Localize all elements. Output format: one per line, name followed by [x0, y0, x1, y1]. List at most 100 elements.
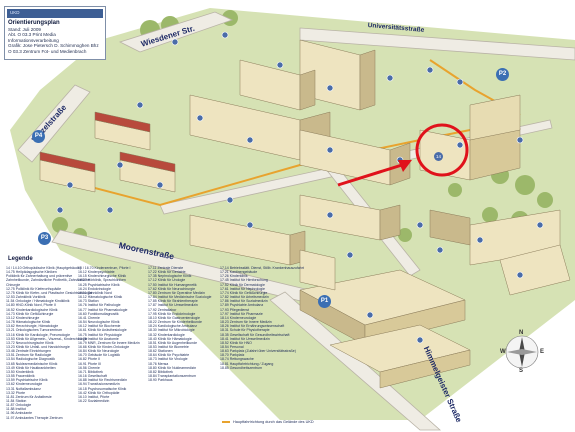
legend-entry: 13.16 Klinik für Kardiologie, Pneumologi…	[6, 332, 71, 337]
legend-entry: 17.52 Klinik für Dermatologie	[220, 282, 265, 287]
legend-title: Legende	[8, 256, 33, 262]
legend-entry: 16.10 Institut, Pforte	[78, 394, 110, 399]
legend-entry: 13.50 Kinderklinik	[6, 369, 34, 374]
legend-entry: 17.62 Klinik für Neurochirurgie	[148, 286, 196, 291]
legend-entry: 17.95 Klinik für Endokrinologie	[148, 311, 196, 316]
legend-entry: 16.84 Klinik für Neurologie	[78, 349, 120, 354]
legend-entry: 18.70 Parkplatz	[220, 353, 245, 358]
legend-entry: 13.62 Herzchirurgie, Hämatologie	[6, 324, 59, 329]
legend-entry: 16.82 Pforte II	[78, 357, 100, 362]
legend-entry: 18.53 Institut für Biometrie	[148, 344, 189, 349]
info-line-1: Abt. O 03.3 Print Media Informationsvera…	[8, 32, 59, 43]
legend-entry: 16.41 Chemie	[78, 315, 100, 320]
legend-entry: 17.11 Zentrale Dienste	[148, 266, 184, 270]
legend-entry: 18.73 Institut für Virologie	[148, 357, 188, 362]
legend-entry: 13.59 Psychiatrische Klinik	[6, 378, 48, 383]
legend-entry: 16.91 Pforte III	[78, 361, 101, 366]
legend-entry: 17.21 Kantinengebäude	[220, 270, 258, 275]
legend-entry: 16.70 Gebäude für Logistik	[78, 353, 121, 358]
legend-entry: 13.53 Klinik für Allgemein-, Viszeral-, …	[6, 336, 88, 341]
legend-entry: 16.12 Hämatologische Klinik	[78, 295, 123, 300]
university-logo: UKD	[7, 9, 103, 18]
legend-entry: 13.49 Klinik für Hautkrankheiten	[6, 365, 56, 370]
legend-entry: 17.74 Klinik für Gefäßchirurgie	[220, 290, 268, 295]
legend-entry: 18.64 Klinik für Psychiatrie	[148, 353, 190, 358]
legend-footer: Hauptfahrtrichtung durch das Gelände des…	[222, 420, 314, 424]
highlight-building-number: 14	[434, 152, 443, 161]
legend-entry: 14.80 HNO-Klinik Nord, Pforte II	[6, 303, 56, 308]
legend-entry: 18.30 Institut für Mikrobiologie	[148, 328, 195, 333]
legend-entry: 13.32 Pforte	[6, 390, 26, 395]
legend-entry: 18.10 Klinik für Gastroenterologie	[148, 315, 200, 320]
legend-entry: 16.42 Klinik für Orthopädie	[78, 390, 120, 395]
legend-entry: 16.52 Kinderkardiologische Klinik	[6, 307, 58, 312]
legend-entry: 16.76 Institut für Anatomie	[78, 336, 119, 341]
legend-entry: 13.55 Frauenklinik	[6, 374, 35, 379]
legend-entry: 16.60 Funktionsdiagnostik	[78, 311, 119, 316]
legend-entry: 16.54 Neurologische Klinik	[78, 320, 120, 325]
compass-rose	[505, 335, 539, 369]
legend-entry: 14.73 Klinik für Gefäßchirurgie	[6, 311, 54, 316]
legend-entry: 18.80 Klinik für Nuklearmedizin	[148, 365, 197, 370]
compass-w: W	[500, 349, 506, 355]
legend-entry: 18.82 Bibliothek	[148, 369, 173, 374]
legend-entry: 18.54 Personal	[220, 344, 244, 349]
legend-column-2: 15 / 16.70 Kinderzentrum, Pforte I 16.12 …	[78, 266, 140, 403]
legend-entry: 18.76 Mensa	[148, 361, 169, 366]
legend-entry: 18.31 Schule für Physiotherapie	[220, 328, 270, 333]
legend-entry: 16.88 Institut für Rechtsmedizin	[78, 378, 128, 383]
building-number-markers	[56, 31, 544, 344]
legend-entry: 18.84 Transplantationszentrum	[148, 374, 197, 379]
legend-entry: 18.62 Stationen	[148, 349, 173, 354]
legend-entry: 18.26 Institut für Ernährungswissenschaf…	[220, 324, 285, 329]
legend-entry: 17.45 Institut für Hirnforschung	[220, 278, 268, 283]
legend-entry: 11.88 Institut	[6, 407, 26, 412]
compass-e: E	[540, 349, 545, 355]
legend-entry: 16.56 Chemie	[78, 365, 100, 370]
legend-entry: 18.52 Klinik für HNO	[220, 340, 252, 345]
legend-entry: 18.90 Parkhaus	[148, 378, 173, 383]
legend-entry: 16.66 Klinik für Kinder-Onkologie	[78, 344, 130, 349]
legend-entry: 16.71 Bibliothek	[78, 369, 103, 374]
legend-entry: 16.16 Gesellschaft	[78, 374, 107, 379]
legend-entry: 16.94 Transfusionsmedizin	[78, 382, 120, 387]
legend-entry: 18.85 Gesundheitszentrum	[220, 365, 263, 370]
legend-entry: 12.53 Zahnklinik Vorklinik	[6, 295, 46, 300]
legend-entry: 18.32 Kinderkardiologie	[148, 332, 185, 337]
legend-entry: 16.75 Institut für Physiologie	[78, 332, 122, 337]
legend-entry: 17.82 Institut für Arbeitsmedizin	[220, 295, 269, 300]
footer-text: Hauptfahrtrichtung durch das Gelände des…	[233, 420, 314, 424]
legend-entry: 18.74 Rettungswache	[220, 357, 254, 362]
info-line-2: Grafik: Jose Pietersch D. Schimmoghen Bh…	[8, 43, 99, 49]
legend-entry: 18.63 Parkplatz (Zufahrt über Universitä…	[220, 349, 296, 354]
legend-entry: 17.85 Klinik für Strahlentherapie	[148, 299, 198, 304]
legend-entry: 16.18 Psychosomatische Klinik	[78, 386, 127, 391]
legend-entry: 17.92 Zentrallabor	[148, 307, 177, 312]
route-swatch	[222, 421, 230, 423]
legend-entry: 17.61 Institut für Nephrologie	[220, 286, 265, 291]
legend-entry: 17.14 Betriebsstätt. Dienst, Stillb. Kra…	[220, 266, 304, 270]
legend-entry: 16.15 Kinderchirurgische Klinik	[78, 274, 127, 279]
legend-entry: 17.97 Institut für Pharmazie	[220, 311, 263, 316]
legend-entry: 17.93 Pflegedienst	[220, 307, 249, 312]
legend-entry: 11.84 Station	[6, 399, 27, 403]
legend-entry: 13.46 Zentrale Einrichtungen	[6, 349, 51, 354]
legend-entry: 13.54 Radiologische Diagnostik	[6, 357, 56, 362]
legend-entry: 13.12 Kinderchirurgie	[6, 315, 40, 320]
legend-entry: 14.78 Hämatologische Klinik	[6, 320, 51, 325]
legend-entry: 18.23 Zentrum für Innere Medizin	[220, 320, 272, 325]
legend-entry: Zahnheilkunde, Zahnärztliche Prothetik, …	[6, 278, 90, 283]
legend-entry: 13.51 Zentrum für Radiologie	[6, 353, 52, 358]
compass-s: S	[519, 368, 524, 374]
legend-entry: 15 / 16.70 Kinderzentrum, Pforte I	[78, 266, 131, 270]
legend-entry: 18.22 Zentrum für Kinderheilkunde	[148, 320, 202, 325]
legend-entry: 18.40 Klinik für Hämatologie	[148, 336, 192, 341]
legend-entry: 13.62 Kinderneurologie	[6, 382, 43, 387]
parking-p1: P1	[318, 295, 331, 308]
highlight-circle	[415, 123, 469, 177]
parking-p4: P4	[32, 130, 45, 143]
legend-entry: 16.23 Hörklinik, Sprachkliniken	[78, 278, 126, 283]
legend-entry: 14.75 Heilpädagogische Kliniken	[6, 270, 57, 275]
buildings	[39, 39, 571, 389]
